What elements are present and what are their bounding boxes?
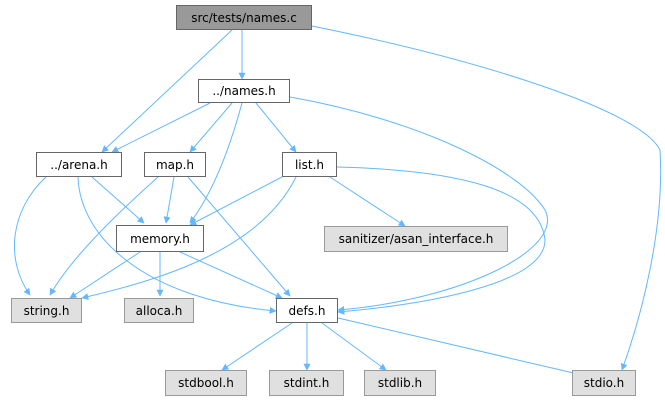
- edge-arena-h-to-string-h: [13, 176, 47, 296]
- node-stdbool-h: stdbool.h: [165, 370, 247, 396]
- edge-arena-h-to-defs-h: [77, 176, 277, 314]
- edge-memory-h-to-string-h: [69, 251, 141, 299]
- node-names-h[interactable]: ../names.h: [198, 79, 290, 103]
- edge-names-c-to-arena-h: [101, 29, 233, 153]
- edge-names-h-to-arena-h: [111, 102, 211, 153]
- edge-defs-h-to-stdio-h: [337, 317, 583, 377]
- node-arena-h[interactable]: ../arena.h: [36, 152, 122, 177]
- node-stdio-h: stdio.h: [572, 370, 636, 396]
- edge-map-h-to-defs-h: [187, 176, 291, 297]
- edge-map-h-to-memory-h: [163, 176, 175, 224]
- edge-arena-h-to-memory-h: [91, 176, 145, 224]
- node-list-h[interactable]: list.h: [282, 152, 337, 177]
- edge-names-h-to-list-h: [255, 102, 297, 153]
- edge-names-h-to-memory-h: [189, 102, 243, 224]
- edge-names-h-to-defs-h: [289, 96, 548, 313]
- node-stdlib-h: stdlib.h: [364, 370, 436, 396]
- edge-defs-h-to-stdlib-h: [321, 322, 387, 371]
- node-names-c: src/tests/names.c: [176, 5, 312, 30]
- edge-memory-h-to-defs-h: [179, 251, 283, 299]
- edge-list-h-to-memory-h: [189, 176, 283, 226]
- node-string-h: string.h: [11, 298, 82, 323]
- edge-names-c-to-stdio-h: [311, 25, 662, 371]
- node-memory-h[interactable]: memory.h: [116, 225, 204, 252]
- edge-map-h-to-string-h: [49, 176, 159, 296]
- node-defs-h[interactable]: defs.h: [276, 298, 338, 323]
- node-alloca-h: alloca.h: [124, 298, 194, 323]
- edge-list-h-to-sanitizer-h: [329, 176, 406, 227]
- edge-list-h-to-defs-h: [336, 166, 546, 315]
- node-sanitizer-asan-interface-h: sanitizer/asan_interface.h: [324, 226, 508, 252]
- edge-defs-h-to-stdbool-h: [221, 322, 293, 371]
- node-map-h[interactable]: map.h: [144, 152, 206, 177]
- edge-names-h-to-map-h: [189, 102, 233, 153]
- node-stdint-h: stdint.h: [269, 370, 344, 396]
- edge-list-h-to-string-h: [81, 176, 297, 300]
